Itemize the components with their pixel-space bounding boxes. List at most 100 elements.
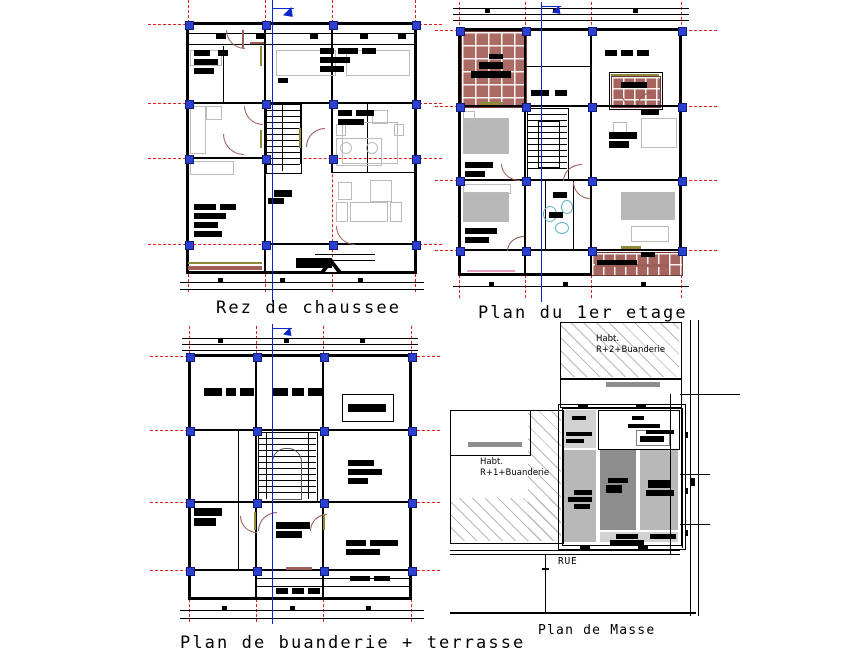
door-swing bbox=[244, 106, 263, 125]
column-node bbox=[261, 99, 271, 109]
stair-tread bbox=[259, 474, 316, 475]
dimension-line bbox=[453, 8, 689, 9]
column-node bbox=[455, 246, 465, 256]
cad-text-blob bbox=[310, 34, 318, 39]
balcony-rail bbox=[188, 262, 262, 264]
column-node bbox=[319, 426, 329, 436]
dimension-tick bbox=[366, 606, 371, 610]
dimension-tick bbox=[685, 488, 688, 494]
fixture-wc bbox=[555, 222, 569, 234]
column-node bbox=[455, 26, 465, 36]
cad-text-blob bbox=[632, 416, 644, 420]
cad-text-blob bbox=[640, 436, 664, 442]
entry-step bbox=[315, 260, 375, 261]
cad-text-blob bbox=[360, 34, 368, 39]
drawing-first-floor bbox=[435, 2, 717, 302]
stair-tread bbox=[267, 128, 300, 129]
column-node bbox=[252, 566, 262, 576]
door-swing bbox=[258, 512, 277, 531]
column-node bbox=[184, 99, 194, 109]
window-sill bbox=[260, 46, 262, 66]
terrace-edge bbox=[256, 578, 412, 579]
cad-text-blob bbox=[597, 260, 637, 265]
exterior-wall bbox=[186, 22, 417, 25]
door-leaf bbox=[242, 30, 244, 48]
street-curb bbox=[450, 612, 696, 614]
stair-tread bbox=[267, 146, 300, 147]
column-node bbox=[184, 154, 194, 164]
cad-text-blob bbox=[641, 110, 659, 115]
interior-wall bbox=[186, 33, 417, 34]
dimension-tick bbox=[218, 278, 223, 282]
window-sill bbox=[254, 512, 256, 530]
dimension-tick bbox=[553, 9, 558, 13]
column-node bbox=[677, 246, 687, 256]
column-node bbox=[521, 176, 531, 186]
balcony-rail bbox=[611, 74, 659, 76]
cad-text-blob bbox=[194, 204, 216, 210]
cad-text-blob bbox=[256, 34, 264, 39]
street-label: RUE bbox=[558, 556, 578, 567]
column-node bbox=[185, 566, 195, 576]
column-node bbox=[328, 20, 338, 30]
cad-text-blob bbox=[348, 460, 374, 466]
title-first-floor: Plan du 1er etage bbox=[478, 303, 688, 323]
cad-text-blob bbox=[350, 576, 370, 581]
interior-wall bbox=[264, 243, 417, 245]
cad-text-blob bbox=[194, 231, 222, 237]
interior-wall bbox=[524, 28, 526, 276]
column-node bbox=[587, 246, 597, 256]
building-zone-south bbox=[600, 532, 678, 542]
cad-text-blob bbox=[572, 416, 586, 420]
building-zone-ne bbox=[598, 410, 680, 450]
cad-text-blob bbox=[465, 171, 485, 177]
door-leaf bbox=[250, 42, 264, 44]
cad-text-blob bbox=[610, 540, 644, 545]
stair-tread bbox=[267, 152, 300, 153]
cad-text-blob bbox=[606, 485, 622, 493]
cad-text-blob bbox=[574, 504, 590, 509]
parcel-north-label-line1: Habt. bbox=[596, 334, 620, 344]
parcel-north-strip bbox=[560, 378, 682, 408]
column-node bbox=[411, 99, 421, 109]
interior-wall bbox=[573, 180, 574, 250]
stair-rail bbox=[266, 433, 267, 499]
interior-wall bbox=[322, 354, 324, 600]
dimension-tick bbox=[691, 478, 695, 486]
column-node bbox=[407, 352, 417, 362]
cad-text-blob bbox=[646, 490, 674, 496]
furniture-cabinet bbox=[190, 161, 234, 175]
column-node bbox=[587, 26, 597, 36]
entry-arrow-inner bbox=[325, 264, 337, 272]
interior-wall bbox=[458, 249, 682, 251]
cad-text-blob bbox=[338, 110, 352, 116]
column-node bbox=[521, 26, 531, 36]
parcel-north-hatch bbox=[561, 323, 679, 377]
cad-text-blob bbox=[650, 534, 676, 539]
dimension-tick bbox=[485, 9, 490, 13]
furniture-sofa bbox=[276, 50, 336, 76]
parcel-west-wall bbox=[468, 442, 522, 447]
parcel-north-wall bbox=[606, 382, 660, 387]
cad-text-blob bbox=[194, 508, 222, 516]
cad-text-blob bbox=[194, 68, 214, 74]
column-node bbox=[677, 102, 687, 112]
cad-text-blob bbox=[531, 90, 549, 96]
furniture-sofa bbox=[346, 50, 410, 76]
interior-wall bbox=[186, 44, 417, 45]
cad-text-blob bbox=[555, 90, 567, 96]
furniture-nightstand bbox=[394, 124, 404, 136]
cad-text-blob bbox=[568, 497, 592, 502]
entry-step bbox=[315, 254, 375, 255]
dimension-tick bbox=[360, 339, 365, 343]
cad-text-blob bbox=[641, 252, 655, 257]
furniture-sink bbox=[206, 106, 222, 120]
cad-text-blob bbox=[320, 57, 350, 63]
dimension-tick bbox=[641, 282, 646, 286]
stair-tread bbox=[259, 462, 316, 463]
interior-wall bbox=[188, 569, 412, 571]
column-node bbox=[411, 20, 421, 30]
dimension-line bbox=[670, 394, 671, 554]
laundry-room bbox=[342, 394, 394, 422]
